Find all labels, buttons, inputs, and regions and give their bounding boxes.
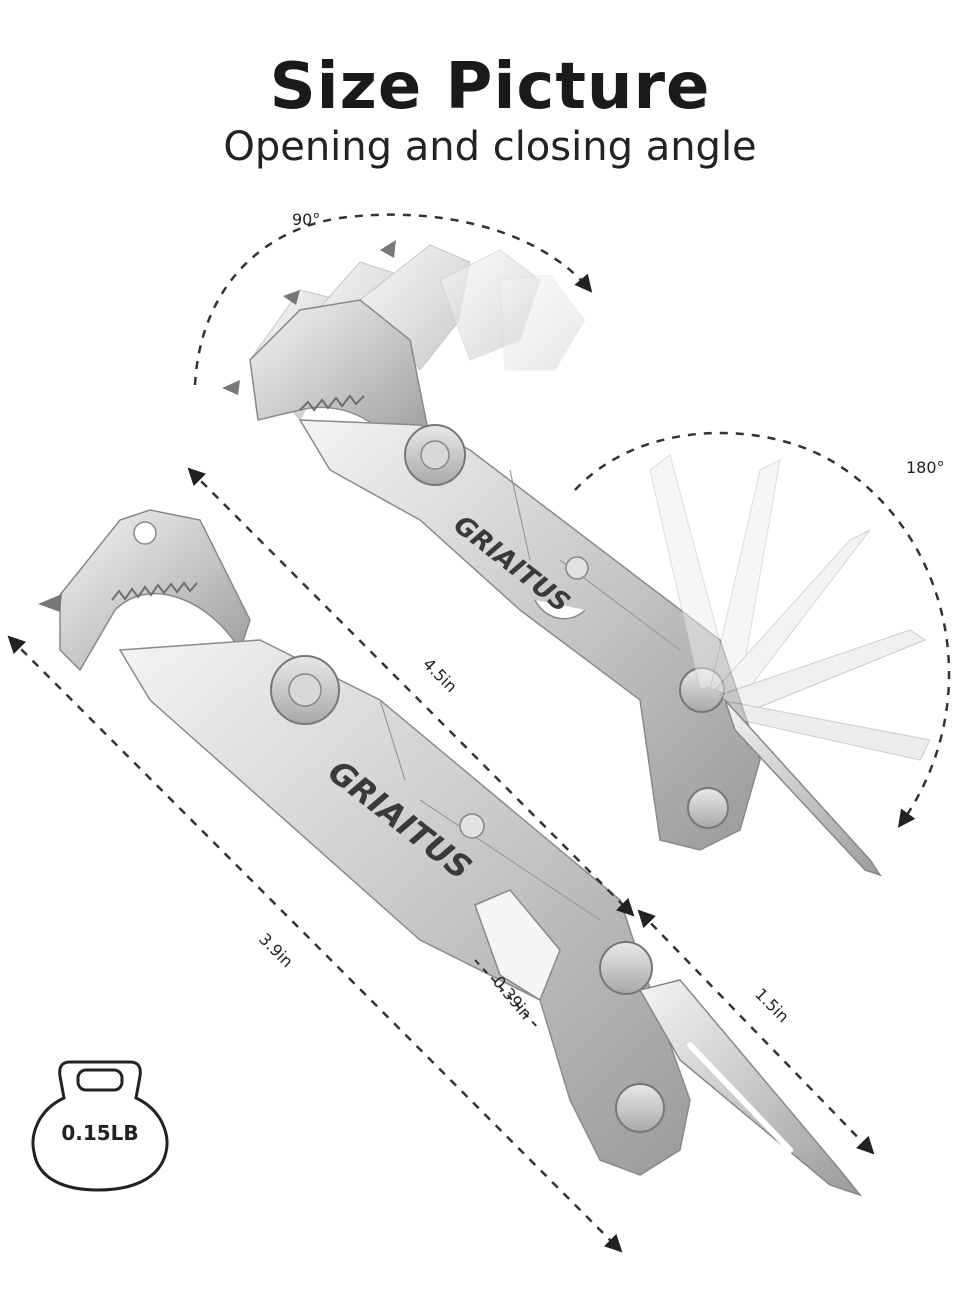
bottom-lower-screw: [615, 1083, 665, 1133]
angle-arc-180: [574, 431, 951, 828]
bottom-tool-body: [118, 639, 691, 1176]
bottom-hook-hole: [133, 521, 157, 545]
top-small-screw: [565, 556, 589, 580]
page-title: Size Picture: [269, 50, 711, 124]
bottom-hook-teeth: [111, 581, 198, 601]
bottom-hook-spike: [38, 594, 62, 612]
top-blade-open: [724, 699, 882, 877]
spike-tips: [222, 240, 396, 395]
dim-label-length-total: 3.9in: [255, 929, 297, 971]
top-hook-teeth: [299, 394, 365, 412]
bottom-blade-screw: [599, 941, 653, 995]
page-subtitle: Opening and closing angle: [223, 124, 757, 170]
dim-label-length-folded: 4.5in: [419, 654, 461, 696]
angle-label-180: 180°: [906, 458, 945, 477]
dim-label-blade: 1.5in: [751, 984, 793, 1026]
kettlebell-icon: [31, 1060, 169, 1192]
weight-value: 0.15LB: [61, 1121, 138, 1145]
kettlebell-handle-hole: [76, 1068, 124, 1092]
dim-line-length-total: [7, 635, 623, 1253]
weight-badge: 0.15LB: [31, 1060, 169, 1192]
bottom-pivot-screw-inner: [288, 673, 322, 707]
top-bottom-screw: [687, 787, 729, 829]
angle-arc-90: [193, 213, 593, 386]
top-pivot-screw-inner: [420, 440, 450, 470]
bottom-small-screw: [459, 813, 485, 839]
dim-line-thickness: [474, 959, 541, 1031]
blade-fan-ghosts: [649, 454, 931, 761]
dim-line-blade: [637, 909, 875, 1155]
angle-label-90: 90°: [292, 210, 320, 229]
